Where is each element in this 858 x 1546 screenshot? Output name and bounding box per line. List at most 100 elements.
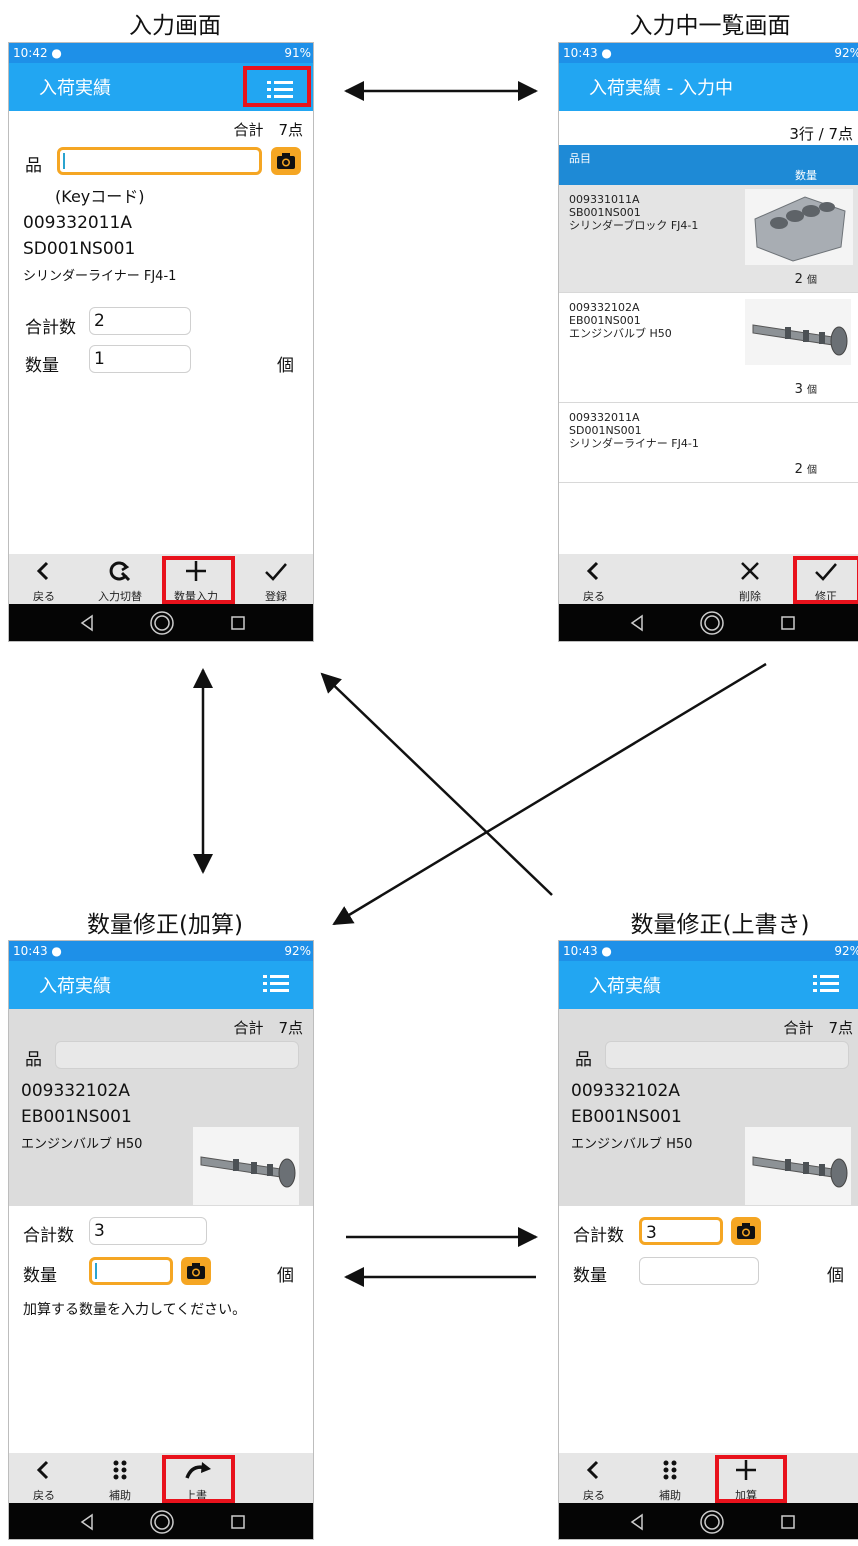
item-sub-code: EB001NS001: [21, 1107, 132, 1127]
register-label: 登録: [265, 590, 287, 603]
item-name: エンジンバルブ H50: [21, 1137, 143, 1152]
nav-back-icon[interactable]: [79, 614, 95, 632]
nav-back-icon[interactable]: [629, 1513, 645, 1531]
sum-input[interactable]: 3: [639, 1217, 723, 1245]
list-icon: [267, 81, 293, 98]
bottom-toolbar: 戻る 削除 修正: [559, 554, 858, 604]
sum-field: 3: [89, 1217, 207, 1245]
chevron-left-icon: [586, 561, 599, 581]
android-nav-bar: [9, 1503, 313, 1539]
app-bar: 入荷実績 - 入力中: [559, 63, 858, 111]
delete-button[interactable]: 削除: [715, 554, 785, 604]
app-title: 入荷実績: [39, 976, 111, 997]
item-code: 009332011A: [23, 213, 132, 233]
nav-home-icon[interactable]: [699, 1509, 725, 1535]
back-button[interactable]: 戻る: [9, 1453, 79, 1503]
app-bar: 入荷実績: [559, 961, 858, 1009]
item-sub-code: SD001NS001: [23, 239, 136, 259]
phone-input-screen: 10:42 ● 91% 入荷実績 合計 7点 品 (Keyコード) 009332…: [8, 42, 314, 642]
list-menu-button[interactable]: [793, 964, 858, 1005]
qty-unit: 個: [277, 1266, 294, 1286]
sum-field: 2: [89, 307, 191, 335]
qty-input[interactable]: [89, 1257, 173, 1285]
status-time: 10:42: [13, 46, 48, 60]
item-code-input[interactable]: [57, 147, 262, 175]
refresh-search-icon: [109, 561, 131, 582]
caption-add-screen: 数量修正(加算): [87, 912, 243, 938]
assist-button[interactable]: 補助: [635, 1453, 705, 1503]
assist-label: 補助: [659, 1489, 681, 1502]
nav-recents-icon[interactable]: [781, 1515, 795, 1529]
col-item-header: 品目: [569, 152, 591, 165]
nav-recents-icon[interactable]: [231, 1515, 245, 1529]
item-code: 009332102A: [571, 1081, 680, 1101]
nav-home-icon[interactable]: [149, 610, 175, 636]
row-code: 009332011A: [569, 411, 640, 424]
status-battery: 92%: [284, 944, 311, 958]
nav-recents-icon[interactable]: [781, 616, 795, 630]
col-qty-header: 数量: [795, 169, 817, 182]
nav-back-icon[interactable]: [79, 1513, 95, 1531]
status-battery: 91%: [284, 46, 311, 60]
nav-home-icon[interactable]: [699, 610, 725, 636]
row-qty: 2: [794, 272, 803, 287]
item-label: 品: [25, 1050, 42, 1070]
instruction-message: 加算する数量を入力してください。: [23, 1302, 247, 1318]
list-menu-button[interactable]: [243, 964, 311, 1005]
assist-label: 補助: [109, 1489, 131, 1502]
status-time: 10:43: [13, 944, 48, 958]
camera-button[interactable]: [271, 147, 301, 175]
list-item[interactable]: 009332102A EB001NS001 エンジンバルブ H50 3 個: [559, 293, 858, 403]
camera-icon: [277, 153, 295, 169]
highlight-overwrite: [162, 1455, 235, 1503]
assist-button[interactable]: 補助: [85, 1453, 155, 1503]
row-name: シリンダーブロック FJ4-1: [569, 219, 699, 232]
grid-dots-icon: [113, 1460, 127, 1480]
nav-recents-icon[interactable]: [231, 616, 245, 630]
item-code: 009332102A: [21, 1081, 130, 1101]
qty-unit: 個: [827, 1266, 844, 1286]
camera-icon: [737, 1223, 755, 1239]
list-menu-button[interactable]: [243, 66, 311, 107]
camera-button[interactable]: [181, 1257, 211, 1285]
bottom-toolbar: 戻る 補助 上書: [9, 1453, 313, 1503]
engine-valve-image: [745, 1127, 851, 1205]
status-bar: 10:43 ● 92%: [9, 941, 313, 961]
nav-back-icon[interactable]: [629, 614, 645, 632]
android-nav-bar: [559, 604, 858, 641]
android-nav-bar: [559, 1503, 858, 1539]
qty-field: [639, 1257, 759, 1285]
list-item[interactable]: 009332011A SD001NS001 シリンダーライナー FJ4-1 2 …: [559, 403, 858, 483]
input-switch-label: 入力切替: [98, 590, 142, 603]
overwrite-button[interactable]: 上書: [161, 1453, 231, 1503]
edit-button[interactable]: 修正: [791, 554, 858, 604]
back-button[interactable]: 戻る: [559, 1453, 629, 1503]
app-bar: 入荷実績: [9, 961, 313, 1009]
list-item[interactable]: 009331011A SB001NS001 シリンダーブロック FJ4-1 2 …: [559, 185, 858, 293]
add-button[interactable]: 加算: [711, 1453, 781, 1503]
qty-label: 数量: [25, 356, 59, 376]
row-unit: 個: [807, 465, 817, 476]
nav-home-icon[interactable]: [149, 1509, 175, 1535]
sum-label: 合計数: [23, 1226, 74, 1246]
overwrite-label: 上書: [185, 1489, 207, 1502]
plus-icon: [736, 1460, 756, 1480]
camera-button[interactable]: [731, 1217, 761, 1245]
bottom-toolbar: 戻る 補助 加算: [559, 1453, 858, 1503]
status-bar: 10:43 ● 92%: [559, 941, 858, 961]
qty-field[interactable]: 1: [89, 345, 191, 373]
qty-unit: 個: [277, 356, 294, 376]
back-button[interactable]: 戻る: [9, 554, 79, 604]
app-bar: 入荷実績: [9, 63, 313, 111]
chevron-left-icon: [586, 1460, 599, 1480]
item-code-input: [605, 1041, 849, 1069]
row-sub-code: SD001NS001: [569, 424, 642, 437]
caption-overwrite-screen: 数量修正(上書き): [630, 912, 810, 938]
register-button[interactable]: 登録: [241, 554, 311, 604]
qty-input-button[interactable]: 数量入力: [161, 554, 231, 604]
back-button[interactable]: 戻る: [559, 554, 629, 604]
cylinder-block-image: [745, 189, 853, 265]
input-switch-button[interactable]: 入力切替: [85, 554, 155, 604]
qty-input-label: 数量入力: [174, 590, 218, 603]
highlight-qty-input: [162, 556, 235, 604]
